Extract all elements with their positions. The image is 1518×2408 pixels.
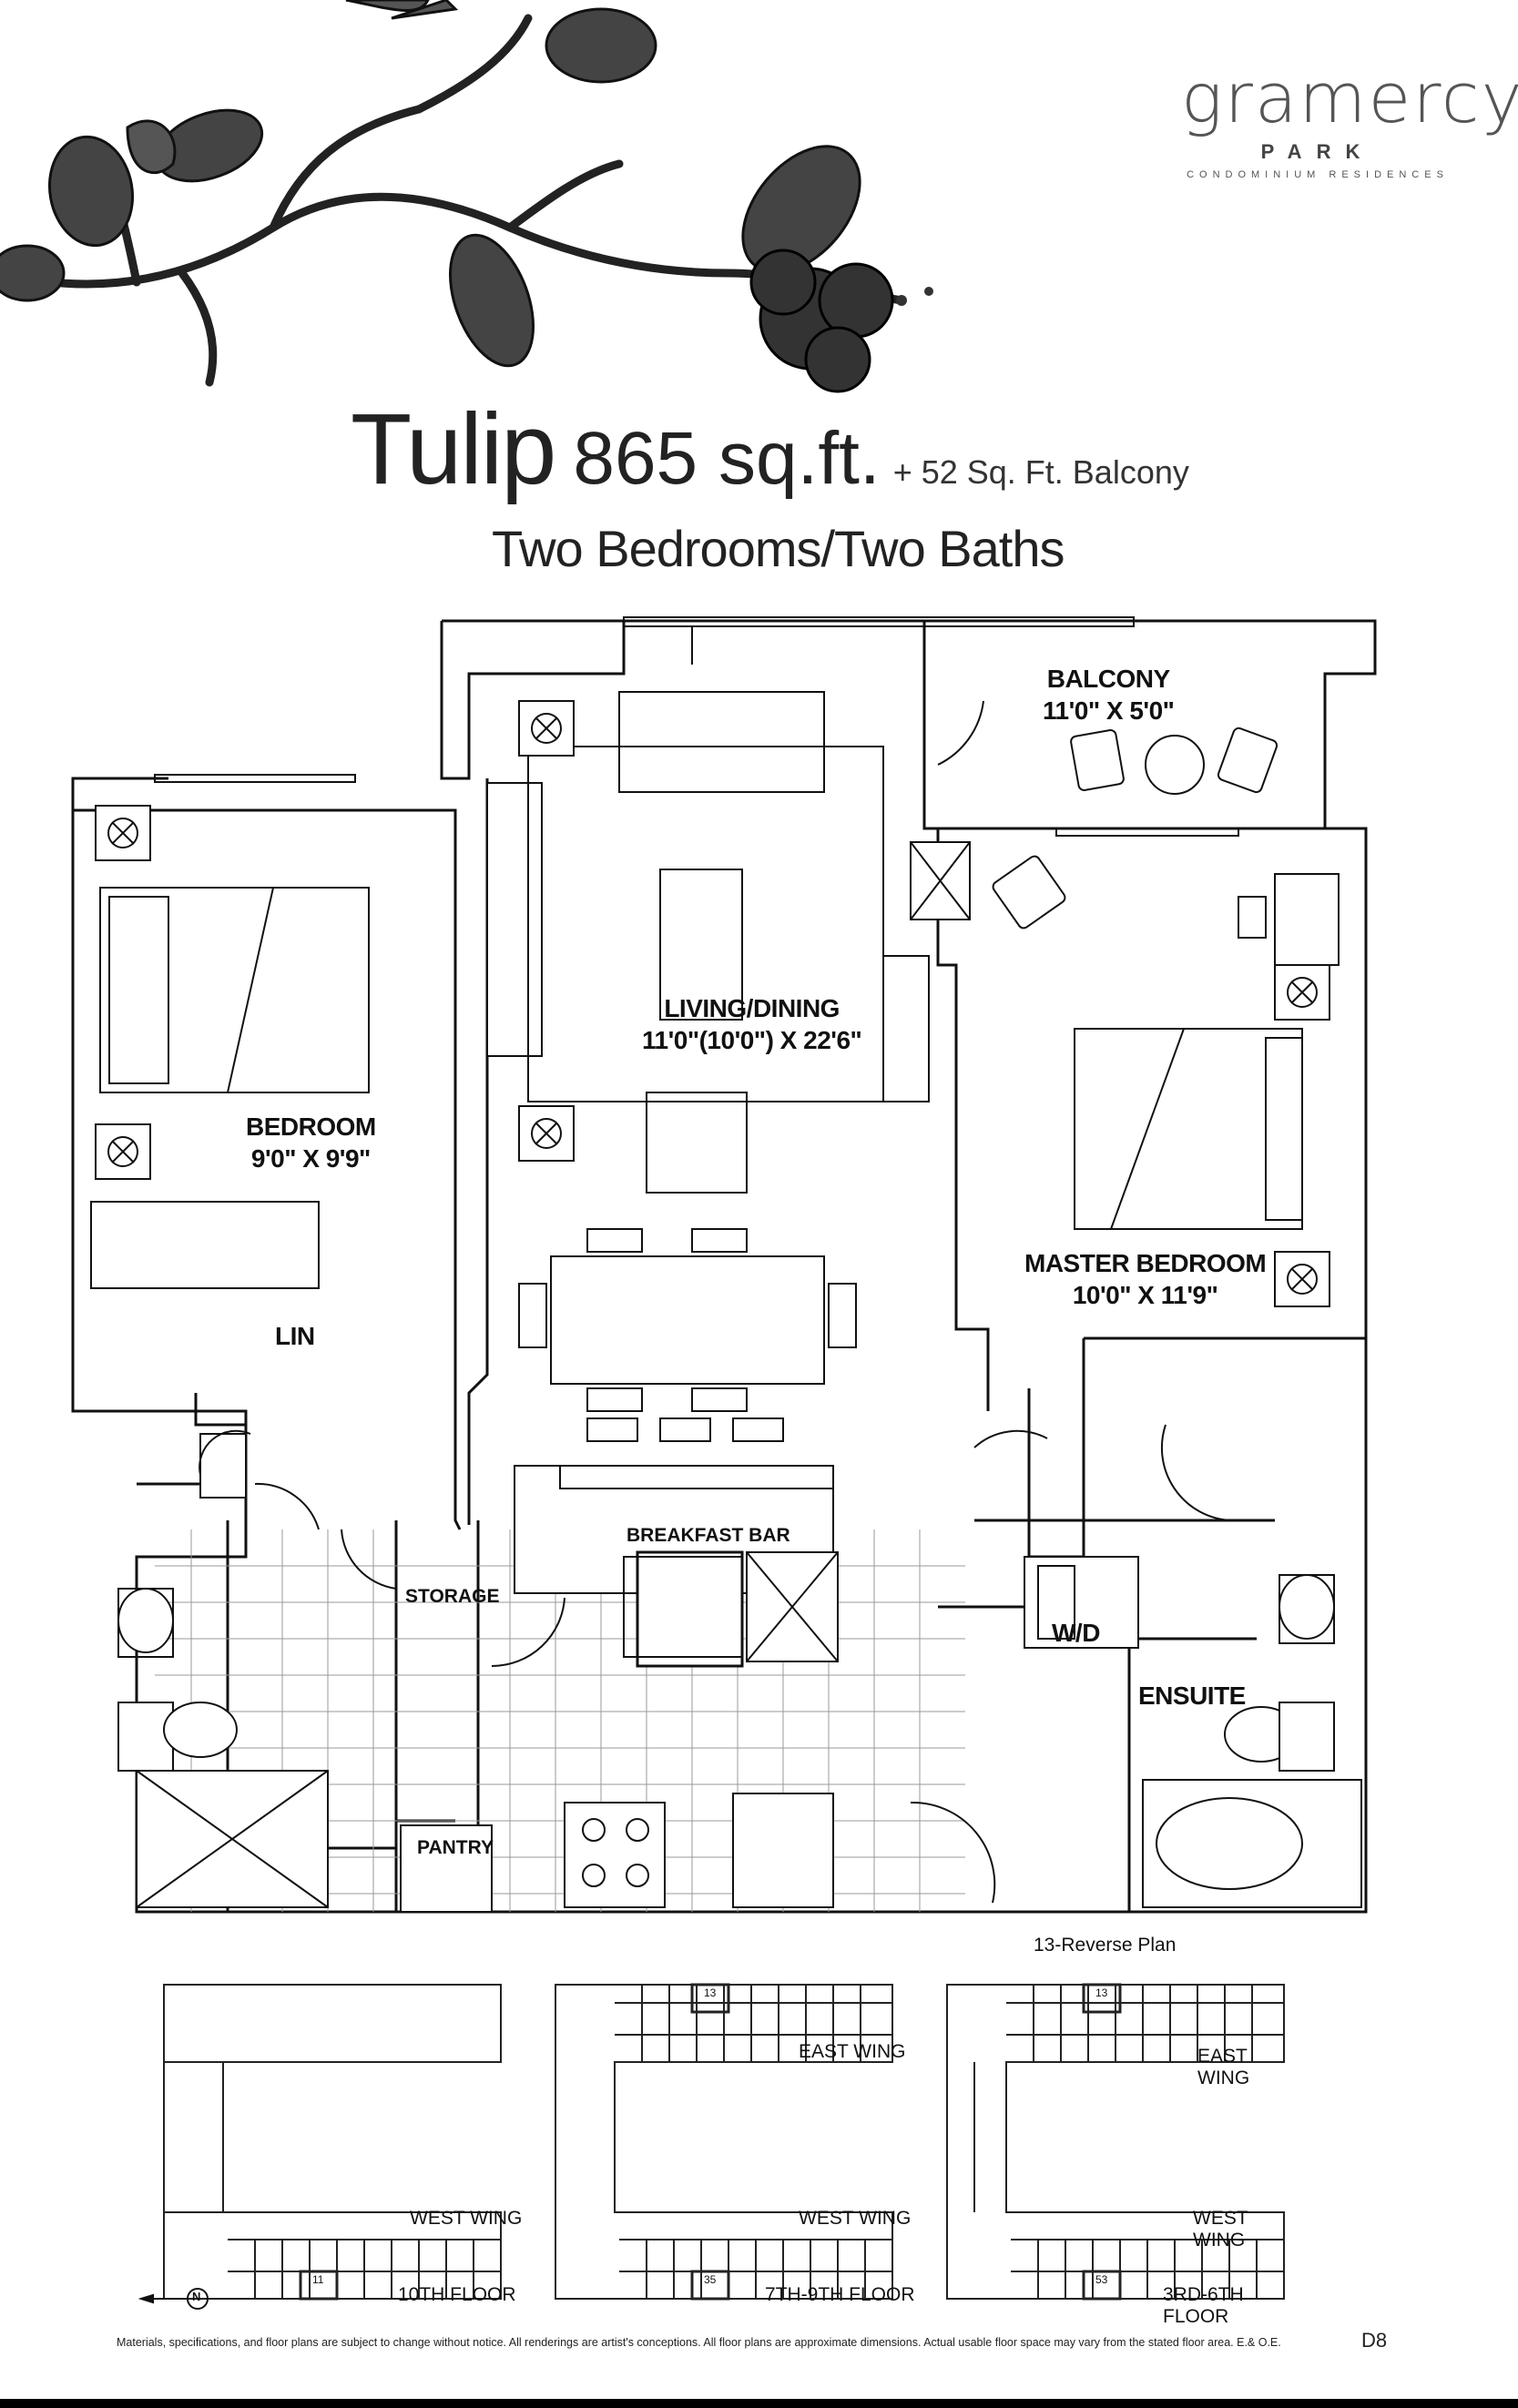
wd-label: W/D [1052, 1619, 1100, 1647]
keyplan3-unit-west: 53 [1095, 2273, 1108, 2286]
master-bedroom-label: MASTER BEDROOM 10'0" X 11'9" [1024, 1247, 1267, 1311]
key-plans-drawing [138, 1983, 1285, 2310]
north-arrow-icon [138, 2288, 209, 2310]
ensuite-label: ENSUITE [1138, 1682, 1246, 1710]
compass-north-label: N [192, 2290, 201, 2303]
living-dining-label: LIVING/DINING 11'0"(10'0") X 22'6" [642, 992, 862, 1056]
keyplan2-floor: 7TH-9TH FLOOR [765, 2284, 915, 2305]
balcony-label: BALCONY 11'0" X 5'0" [1043, 663, 1175, 726]
floor-plan: BALCONY 11'0" X 5'0" LIVING/DINING 11'0"… [55, 610, 1384, 1930]
keyplan1-west-wing: WEST WING [410, 2208, 523, 2229]
logo-subtitle: CONDOMINIUM RESIDENCES [1187, 169, 1449, 180]
keyplan3-unit-east: 13 [1095, 1986, 1108, 1999]
floral-illustration [0, 0, 933, 393]
master-bedroom-name: MASTER BEDROOM [1024, 1249, 1267, 1277]
suite-type: Two Bedrooms/Two Baths [492, 520, 1065, 577]
keyplan3-west-wing: WEST WING [1193, 2208, 1248, 2251]
living-dining-name: LIVING/DINING [664, 994, 840, 1022]
keyplan3-east-wing: EAST WING [1197, 2046, 1250, 2088]
pantry-label: PANTRY [417, 1837, 494, 1858]
lin-label: LIN [275, 1322, 315, 1350]
keyplan2-east-wing: EAST WING [799, 2041, 906, 2062]
suite-area: 865 sq.ft. [573, 417, 881, 500]
keyplan2-west-wing: WEST WING [799, 2208, 912, 2229]
keyplan3-floor: 3RD-6TH FLOOR [1163, 2284, 1244, 2327]
suite-name: Tulip [351, 393, 556, 505]
keyplan1-unit-west: 11 [312, 2273, 324, 2286]
bedroom-dims: 9'0" X 9'9" [250, 1144, 371, 1173]
bedroom-name: BEDROOM [246, 1113, 376, 1141]
living-dining-dims: 11'0"(10'0") X 22'6" [642, 1026, 862, 1054]
balcony-name: BALCONY [1046, 665, 1170, 693]
breakfast-bar-label: BREAKFAST BAR [627, 1525, 790, 1546]
keyplan2-unit-west: 35 [704, 2273, 717, 2286]
storage-label: STORAGE [405, 1586, 500, 1607]
master-bedroom-dims: 10'0" X 11'9" [1072, 1281, 1218, 1309]
keyplan2-unit-east: 13 [704, 1986, 717, 1999]
keyplan1-floor: 10TH FLOOR [398, 2284, 516, 2305]
bedroom-label: BEDROOM 9'0" X 9'9" [246, 1111, 376, 1174]
balcony-area: + 52 Sq. Ft. Balcony [892, 453, 1189, 491]
page-code: D8 [1361, 2329, 1388, 2352]
logo-wordmark: gramercy [1181, 57, 1518, 138]
logo-park: PARK [1260, 140, 1375, 163]
disclaimer: Materials, specifications, and floor pla… [117, 2336, 1281, 2349]
keyplan3-heading: 13-Reverse Plan [1034, 1935, 1177, 1956]
balcony-dims: 11'0" X 5'0" [1043, 696, 1175, 725]
key-plans: N WEST WING 11 10TH FLOOR EAST WING 13 W… [137, 1935, 1302, 2327]
gramercy-park-logo: gramercy PARK CONDOMINIUM RESIDENCES [1181, 57, 1518, 181]
floor-plan-drawing [71, 616, 1377, 1914]
bottom-border [0, 2399, 1518, 2408]
